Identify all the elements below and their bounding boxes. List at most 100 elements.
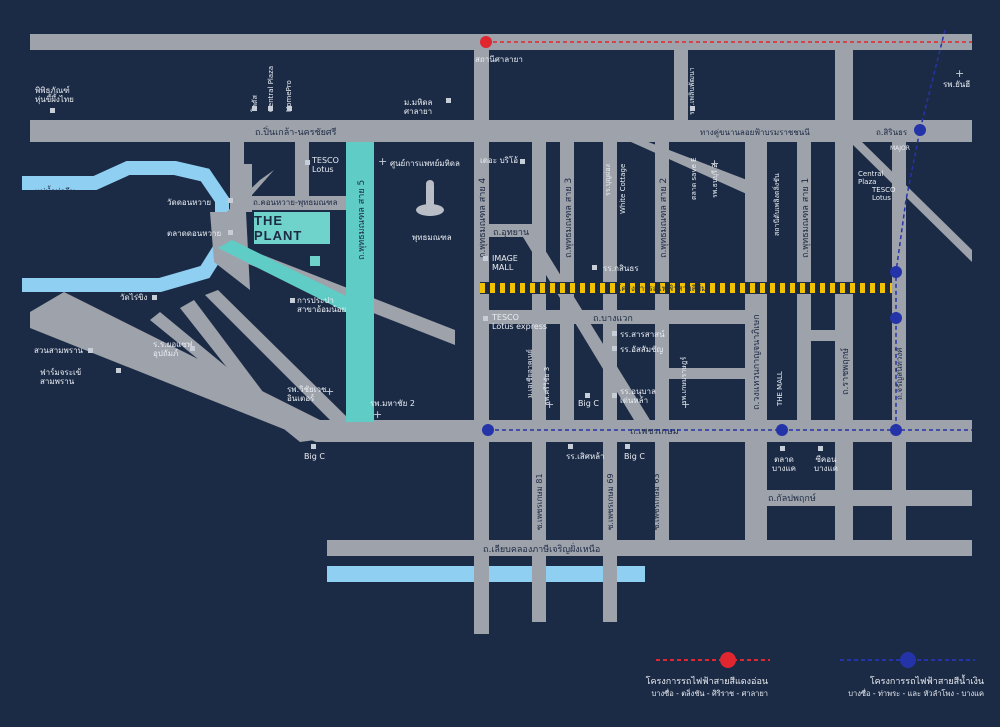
legend-red-sub: บางซื่อ - ตลิ่งชัน - ศิริราช - ศาลายา bbox=[651, 689, 768, 698]
label-white-cottage: White Cottage bbox=[619, 163, 627, 214]
poi-bigc-1 bbox=[311, 444, 316, 449]
label-kanchanaphisek: ถ.วงแหวนกาญจนาภิเษก bbox=[752, 314, 762, 410]
poi-wat-khon-wai bbox=[228, 198, 233, 203]
label-buddha: พุทธมณฑล bbox=[412, 233, 452, 242]
label-mahachai: รพ.มหาชัย 2 bbox=[370, 399, 415, 408]
label-pinklao: ถ.ปิ่นเกล้า-นครชัยศรี bbox=[255, 128, 337, 138]
poi-museum bbox=[50, 108, 55, 113]
poi-school-sampran bbox=[190, 346, 195, 351]
hospital-icon: + bbox=[545, 398, 555, 411]
label-ratchaphruek: ถ.ราชพฤกษ์ bbox=[841, 347, 851, 395]
label-khon-wai-market: ตลาดดอนหวาย bbox=[167, 229, 222, 238]
red-station bbox=[480, 36, 492, 48]
poi-bigc-2 bbox=[585, 393, 590, 398]
poi-kasintorn bbox=[592, 265, 597, 270]
label-bang-khae-market: ตลาด บางแค bbox=[772, 455, 796, 474]
label-soi-69: ซ.เพชรเกษม 69 bbox=[606, 473, 615, 530]
road-pinklao bbox=[30, 120, 972, 142]
label-khon-wai: ถ.คอนหวาย-พุทธมณฑล bbox=[253, 198, 338, 207]
label-salaya: สถานีศาลายา bbox=[475, 55, 523, 64]
poi-seacon bbox=[818, 446, 823, 451]
label-the-mall: THE MALL bbox=[776, 371, 784, 406]
legend-red-title: โครงการรถไฟฟ้าสายสีแดงอ่อน bbox=[645, 677, 768, 687]
poi-brio bbox=[520, 159, 525, 164]
label-uthayan: ถ.อุทยาน bbox=[493, 228, 530, 238]
poi-sampran-farm bbox=[116, 368, 121, 373]
poi-the-mall bbox=[780, 446, 785, 451]
label-liab-phasi: ถ.เลียบคลองภาษีเจริญฝั่งเหนือ bbox=[483, 545, 601, 555]
poi-mahidol bbox=[446, 98, 451, 103]
poi-homepro bbox=[287, 106, 292, 111]
label-anuban: รร.อนุบาล เด่นหล้า bbox=[620, 387, 656, 406]
project-box[interactable]: THE PLANT bbox=[254, 212, 330, 244]
label-soi-63: ซ.เพชรเกษม 63 bbox=[652, 473, 661, 530]
legend-red: โครงการรถไฟฟ้าสายสีแดงอ่อน บางซื่อ - ตลิ… bbox=[646, 674, 768, 700]
label-wat-khon-wai: วัดดอนหวาย bbox=[167, 198, 212, 207]
legend-blue-title: โครงการรถไฟฟ้าสายสีน้ำเงิน bbox=[869, 677, 984, 687]
label-parallel: ทางคู่ขนานลอยฟ้าบรมราชชนนี bbox=[700, 128, 810, 137]
hospital-icon: + bbox=[681, 398, 691, 411]
label-museum: พิพิธภัณฑ์ หุ่นขี้ผึ้งไทย bbox=[35, 86, 74, 105]
road-kanchanaphisek bbox=[745, 142, 767, 542]
label-brio: เดอะ บริโอ้ bbox=[480, 156, 519, 165]
label-sampran-farm: ฟาร์มจระเข้ สามพราน bbox=[40, 368, 82, 387]
label-mahidol: ม.มหิดล ศาลายา bbox=[404, 98, 433, 117]
label-vijaiwat: รพ.วิชัยเวช อินเตอร์ bbox=[287, 385, 327, 404]
poi-anuban bbox=[612, 393, 617, 398]
label-rail: โครงการรถไฟฟ้าสายสีส้ม bbox=[617, 284, 707, 293]
legend-blue: โครงการรถไฟฟ้าสายสีน้ำเงิน บางซื่อ - ท่า… bbox=[848, 674, 984, 700]
hospital-icon: + bbox=[710, 157, 720, 170]
label-kasintorn: รร.กสินธร bbox=[603, 264, 639, 273]
hospital-icon: + bbox=[378, 155, 388, 168]
label-phutthamonthon-4: ถ.พุทธมณฑล สาย 4 bbox=[478, 177, 488, 258]
label-school-sitlha: รร.เสิศหล้า bbox=[566, 452, 605, 461]
label-tesco-2: TESCO Lotus bbox=[872, 186, 896, 203]
label-tesco-1: TESCO Lotus bbox=[312, 156, 339, 175]
label-bigc-2: Big C bbox=[578, 399, 599, 408]
road-phutthamonthon-5 bbox=[346, 142, 374, 422]
label-sampran-garden: สวนสามพราน bbox=[34, 346, 84, 355]
road-liab-phasi bbox=[327, 540, 972, 556]
hospital-icon: + bbox=[955, 67, 965, 80]
hospital-icon: + bbox=[373, 408, 383, 421]
poi-khon-wai-market bbox=[228, 230, 233, 235]
label-central-2: Central Plaza bbox=[858, 170, 884, 187]
legend-blue-sub: บางซื่อ - ท่าพระ - และ หัวลำโพง - บางแค bbox=[848, 689, 984, 698]
buddha-statue-icon bbox=[416, 180, 444, 216]
label-yanhee: รพ.ยันฮี bbox=[943, 80, 971, 89]
poi-image-mall bbox=[483, 256, 488, 261]
label-phutthamonthon-1: ถ.พุทธมณฑล สาย 1 bbox=[801, 177, 811, 258]
poi-sampran-garden bbox=[88, 348, 93, 353]
label-phutthamonthon-2: ถ.พุทธมณฑล สาย 2 bbox=[659, 177, 669, 258]
label-bang-waek: ถ.บางแวก bbox=[593, 314, 633, 324]
poi-lotus bbox=[252, 106, 257, 111]
label-save-e: ตลาด save E bbox=[690, 157, 698, 200]
label-assumption: รร.อัสสัมชัญ bbox=[620, 345, 664, 354]
poi-tesco-express bbox=[483, 316, 488, 321]
poi-water bbox=[290, 298, 295, 303]
label-school-sampran: ร.ร.ยอแซฟ อุปถัมภ์ bbox=[153, 340, 193, 359]
poi-salasarn bbox=[612, 331, 617, 336]
label-salasarn: รร.สารสาสน์ bbox=[620, 330, 665, 339]
label-bigc-1: Big C bbox=[304, 452, 325, 461]
label-wat-rai-khing: วัดไร่ขิง bbox=[120, 293, 148, 302]
road-kalpaphruek bbox=[750, 490, 972, 506]
label-siam-uni: ม.เอเชียอาคเนย์ bbox=[526, 349, 534, 398]
label-fire-station: สถานีดับเพลิงตลิ่งชัน bbox=[773, 173, 781, 236]
poi-sitlha bbox=[568, 444, 573, 449]
poi-central bbox=[268, 106, 273, 111]
thachin-river bbox=[22, 161, 229, 292]
label-major: MAJOR bbox=[890, 145, 910, 152]
poi-bigc-3 bbox=[625, 444, 630, 449]
poi-plearnpat bbox=[690, 106, 695, 111]
label-phutthamonthon-5: ถ.พุทธมณฑล สาย 5 bbox=[357, 179, 367, 260]
project-pin[interactable] bbox=[310, 256, 320, 266]
label-image-mall: IMAGE MALL bbox=[492, 254, 518, 273]
label-bigc-3: Big C bbox=[624, 452, 645, 461]
label-bunnapat: รร.บุญผ่อง bbox=[604, 164, 612, 196]
label-tesco-express: TESCO Lotus express bbox=[492, 313, 548, 332]
label-phutthamonthon-3: ถ.พุทธมณฑล สาย 3 bbox=[564, 177, 574, 258]
label-soi-81: ซ.เพชรเกษม 81 bbox=[535, 473, 544, 530]
